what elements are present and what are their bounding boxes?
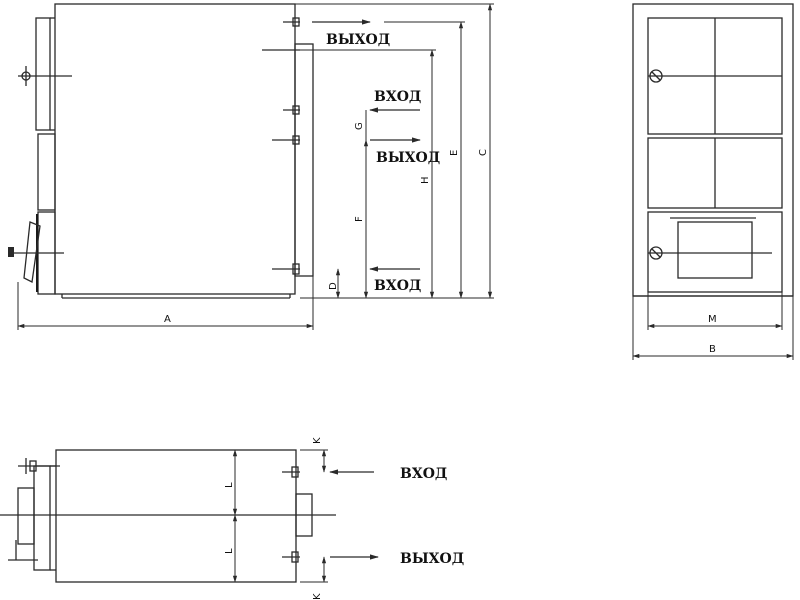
outlet-top-label: ВЫХОД (326, 32, 390, 48)
dim-f-label: F (354, 216, 365, 222)
dim-b-label: B (709, 344, 716, 355)
dim-k-top-label: K (312, 437, 323, 444)
dim-a-label: A (164, 314, 171, 325)
dim-d-label: D (328, 282, 339, 290)
front-view: M B (632, 3, 794, 360)
dim-e-label: E (449, 150, 460, 156)
dim-l-upper-label: L (224, 482, 235, 488)
dim-l-lower-label: L (224, 548, 235, 554)
inlet-lower-label: ВХОД (374, 278, 421, 294)
inlet-upper-label: ВХОД (374, 89, 421, 105)
plan-inlet-label: ВХОД (400, 466, 447, 482)
side-view: ВЫХОД ВХОД ВЫХОД ВХОД D F G H E (8, 3, 494, 330)
plan-outlet-label: ВЫХОД (400, 551, 464, 567)
pipe-nozzles (262, 17, 300, 275)
dim-c-label: C (478, 149, 489, 156)
dim-h-label: H (420, 176, 431, 184)
dim-k-bottom-label: K (312, 593, 323, 600)
dim-g-label: G (354, 122, 365, 130)
dim-m-label: M (708, 314, 717, 325)
front-doors (8, 17, 72, 295)
height-dimensions (295, 3, 494, 299)
plan-view: ВХОД ВЫХОД L L K K (0, 437, 464, 600)
outlet-mid-label: ВЫХОД (376, 150, 440, 166)
